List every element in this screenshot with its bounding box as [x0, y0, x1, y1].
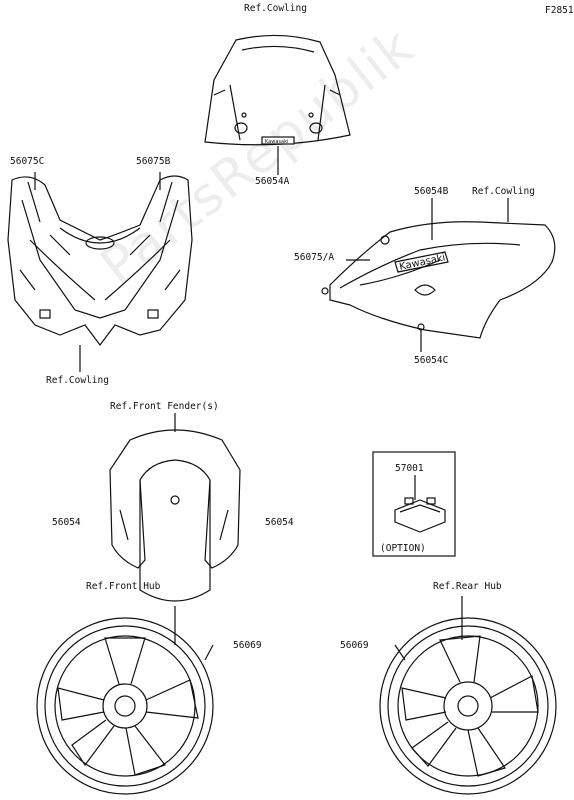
option-box	[372, 451, 456, 557]
part-number-56075C[interactable]: 56075C	[10, 156, 45, 167]
windshield-part[interactable]	[204, 34, 351, 175]
part-number-56054B[interactable]: 56054B	[414, 186, 449, 197]
option-label: (OPTION)	[380, 543, 426, 554]
part-number-56054-left[interactable]: 56054	[52, 517, 81, 528]
part-number-56075B[interactable]: 56075B	[136, 156, 171, 167]
ref-rear-hub-label: Ref.Rear Hub	[433, 581, 502, 592]
part-number-56054A[interactable]: 56054A	[255, 176, 290, 187]
ref-front-fender-label: Ref.Front Fender(s)	[110, 401, 219, 412]
front-wheel-part[interactable]	[36, 606, 214, 795]
part-number-57001[interactable]: 57001	[395, 463, 424, 474]
part-number-56054-right[interactable]: 56054	[265, 517, 294, 528]
side-cowl-part[interactable]	[321, 198, 556, 352]
front-fender-part[interactable]	[109, 413, 241, 602]
part-number-56069-rear[interactable]: 56069	[340, 640, 369, 651]
windshield-logo-decal: Kawasaki	[265, 139, 288, 145]
part-number-56054C[interactable]: 56054C	[414, 355, 449, 366]
figure-id: F2851	[545, 5, 574, 16]
ref-front-hub-label: Ref.Front Hub	[86, 581, 161, 592]
rear-wheel-part[interactable]	[379, 596, 557, 795]
ref-cowling-right-label: Ref.Cowling	[472, 186, 535, 197]
front-cowl-part[interactable]	[7, 172, 193, 372]
part-number-56069-front[interactable]: 56069	[233, 640, 262, 651]
ref-cowling-left-label: Ref.Cowling	[46, 375, 109, 386]
ref-cowling-top-label: Ref.Cowling	[244, 3, 307, 14]
part-number-56075A[interactable]: 56075/A	[294, 252, 335, 263]
